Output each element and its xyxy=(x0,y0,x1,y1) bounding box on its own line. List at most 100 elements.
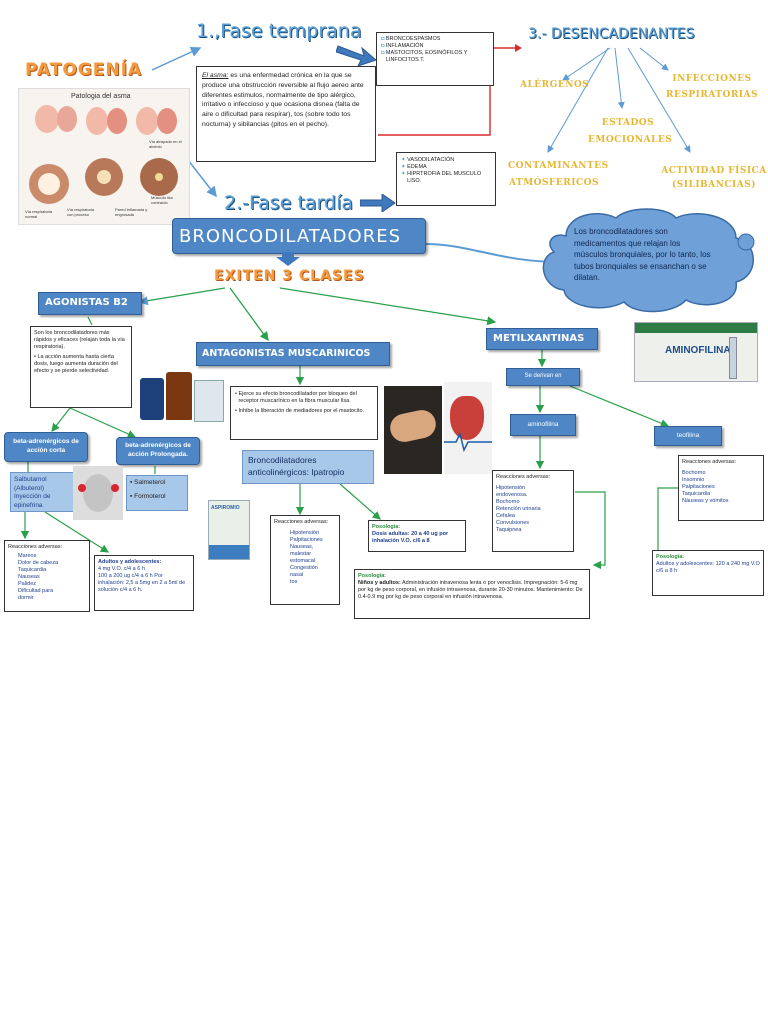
broncodilatadores-banner: BRONCODILATADORES xyxy=(172,218,426,254)
list-item: Taquicardia xyxy=(682,491,711,497)
list-item: Retención urinaria xyxy=(496,506,541,512)
aminofilina-box-image: AMINOFILINA xyxy=(634,322,758,382)
antagonistas-description: • Ejerce su efecto broncodilatador por b… xyxy=(230,386,378,440)
teofilina-label: teofilina xyxy=(676,432,700,439)
definition-term: El asma: xyxy=(202,72,229,79)
fase-temprana-box: ◘ BRONCOESPASMOS ◘ INFLAMACIÓN ◘ MASTOCI… xyxy=(376,32,494,86)
trigger-actividad-fisica: ACTIVIDAD FÍSICA (SILIBANCIAS) xyxy=(661,166,767,190)
list-item: Nauseas xyxy=(18,574,40,580)
teofilina-reacciones-box: Reacciones adversas: Bochorno Insomnio P… xyxy=(678,455,764,521)
drug-salbutamol: Salbutamol (Albuterol) xyxy=(14,476,47,492)
antagonistas-reacciones-box: Reacciones adversas: Hipotensión Palpita… xyxy=(270,515,340,605)
agonistas-title: AGONISTAS B2 xyxy=(45,297,128,308)
definition-text: es una enfermedad crónica en la que se p… xyxy=(202,72,364,128)
list-item: Hipotensión xyxy=(290,530,320,536)
lungs-and-airways-illustration xyxy=(29,105,178,204)
dosis-line: 4 mg V.O. c/4 a 6 h xyxy=(98,566,145,572)
list-item: ✦ VASODILATACIÓN xyxy=(401,157,455,163)
trigger-alergenos: ALÉRGENOS xyxy=(520,80,590,90)
trigger-estados-emocionales: ESTADOS EMOCIONALES xyxy=(588,118,673,145)
posologia-text: Adultos y adolescentes: 120 a 240 mg V.O… xyxy=(656,561,760,574)
list-item: Palpitaciones xyxy=(290,537,323,543)
image-note: Vía respiratoria normal xyxy=(25,209,53,219)
fase-tardia-box: ✦ VASODILATACIÓN ✦ EDEMA ✦ HIPRTROFIA DE… xyxy=(396,152,496,206)
description-line: Son los broncodilatadores más rápidos y … xyxy=(34,330,125,350)
reacciones-title: Reacciones adversas: xyxy=(274,519,329,525)
list-item: Palidez xyxy=(18,581,37,587)
asthma-definition-box: El asma: es una enfermedad crónica en la… xyxy=(196,66,376,162)
image-note: Pared inflamada y engrosada xyxy=(115,207,148,217)
list-item: ✦ EDEMA xyxy=(401,164,427,170)
beta-corta-title: beta-adrenérgicos de acción corta xyxy=(13,438,79,454)
aminofilina-label: aminofilina xyxy=(527,421,559,428)
list-item: estomacal xyxy=(290,558,316,564)
beta-prolongada-title: beta-adrenérgicos de acción Prolongada. xyxy=(125,442,191,458)
aminofilina-posologia-box: Posología: Niños y adultos: Administraci… xyxy=(354,569,590,619)
description-line: • Ejerce su efecto broncodilatador por b… xyxy=(235,391,357,404)
dosis-title: Adultos y adolescentes: xyxy=(98,559,162,565)
list-item: Taquipnea xyxy=(496,527,522,533)
posologia-title: Posología: xyxy=(372,524,401,530)
anticolinergicos-box: Broncodilatadores anticolinérgicos: Ipat… xyxy=(242,450,374,484)
drug-formoterol: ▪ Formoterol xyxy=(130,492,166,500)
airway-cross-section-icon xyxy=(29,158,178,204)
description-line: • Inhibe la liberación de mediadores por… xyxy=(235,408,365,414)
lungs-icon xyxy=(35,105,177,135)
agonistas-reacciones-box: Reacciones adversas: Mareos Dolor de cab… xyxy=(4,540,90,612)
beta-corta-header: beta-adrenérgicos de acción corta xyxy=(4,432,88,462)
list-item: Bochorno xyxy=(682,470,706,476)
list-item: Mareos xyxy=(18,553,37,559)
posologia-title: Posología: xyxy=(656,554,685,560)
broncodilatadores-definition: Los broncodilatadores son medicamentos q… xyxy=(574,227,711,282)
list-item: ◘ MASTOCITOS, EOSINÓFILOS Y LINFOCITOS T… xyxy=(381,50,468,63)
list-item: Cefalea xyxy=(496,513,515,519)
list-item: Congestión xyxy=(290,565,318,571)
drug-epinefrina: Inyección de epinefrina xyxy=(14,493,51,509)
reacciones-title: Reacciones adversas: xyxy=(8,544,63,550)
clases-title: EXITEN 3 CLASES xyxy=(214,268,365,284)
down-arrow-icon xyxy=(276,252,300,266)
list-item: Dolor de cabeza xyxy=(18,560,59,566)
list-item: tos xyxy=(290,579,298,585)
antagonistas-title: ANTAGONISTAS MUSCARINICOS xyxy=(202,348,371,359)
list-item: ◘ BRONCOESPASMOS xyxy=(381,36,441,42)
posologia-title: Posología: xyxy=(358,573,387,579)
trigger-contaminantes: CONTAMINANTES ATMÓSFERICOS xyxy=(508,161,609,188)
beta-prolongada-list: ▪ Salmeterol ▪ Formoterol xyxy=(126,475,188,511)
aspiromio-box-image: ASPIROMIO xyxy=(208,500,250,560)
list-item: Náuseas y vómitos xyxy=(682,498,729,504)
image-note: Músculo liso contraído xyxy=(151,195,174,205)
product-label: AMINOFILINA xyxy=(665,345,731,356)
anticolinergicos-title: Broncodilatadores anticolinérgicos: Ipat… xyxy=(248,455,345,477)
heartbeat-icon xyxy=(444,432,492,452)
antagonistas-posologia-box: Posología: Dosis adultas: 20 a 40 ug por… xyxy=(368,520,466,552)
agonistas-description: Son los broncodilatadores más rápidos y … xyxy=(30,326,132,408)
aminofilina-box: aminofilina xyxy=(510,414,576,436)
patogenia-title: PATOGENÍA xyxy=(25,60,143,80)
inhaler-products-image xyxy=(140,372,224,428)
aminofilina-reacciones-box: Reacciones adversas: Hipotensión endoven… xyxy=(492,470,574,552)
beta-prolongada-header: beta-adrenérgicos de acción Prolongada. xyxy=(116,437,200,465)
image-caption: Patologia del asma xyxy=(71,93,131,100)
dosis-line: 100 a 200 ug c/4 a 6 h Por inhalación: 2… xyxy=(98,573,186,593)
right-arrow-icon xyxy=(360,194,396,212)
list-item: endovenosa. xyxy=(496,492,528,498)
heart-image xyxy=(444,382,492,474)
derivan-label: Se derivan en xyxy=(524,373,562,379)
list-item: Convulsiones xyxy=(496,520,530,526)
derivan-box: Se derivan en xyxy=(506,368,580,386)
broncodilatadores-title: BRONCODILATADORES xyxy=(179,226,401,247)
list-item: Nauseas, xyxy=(290,544,314,550)
teofilina-box: teofilina xyxy=(654,426,722,446)
list-item: Taquicardia xyxy=(18,567,47,573)
list-item: ✦ HIPRTROFIA DEL MUSCULO LISO. xyxy=(401,171,482,184)
list-item: Hipotensión xyxy=(496,485,526,491)
definition-cloud-shape xyxy=(542,208,755,313)
metilxantinas-title: METILXANTINAS xyxy=(493,333,585,344)
reacciones-title: Reacciones adversas: xyxy=(496,474,551,480)
reacciones-title: Reacciones adversas: xyxy=(682,459,737,465)
posologia-subtitle: Niños y adultos: xyxy=(358,580,401,586)
list-item: Insomnio xyxy=(682,477,705,483)
agonistas-dosis-box: Adultos y adolescentes: 4 mg V.O. c/4 a … xyxy=(94,555,194,611)
hand-image xyxy=(384,386,442,474)
